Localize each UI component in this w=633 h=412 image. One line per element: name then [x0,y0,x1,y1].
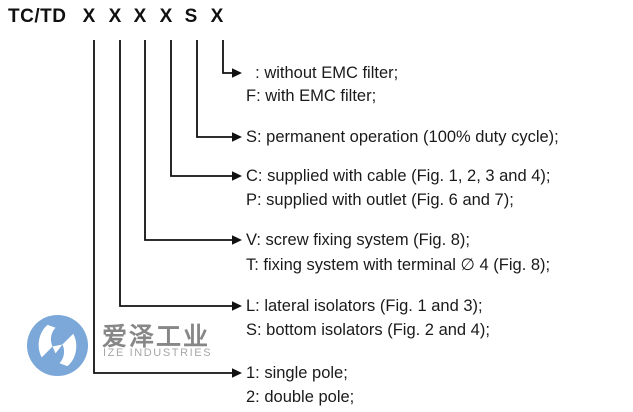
connector-duty-cycle [196,40,233,138]
code-position-4: X [159,6,173,27]
code-prefix: TC/TD [8,6,67,27]
option-double-pole: 2: double pole; [246,388,355,406]
watermark-company-name-en: IZE INDUSTRIES [103,347,213,359]
arrowhead-fixing [232,235,242,245]
option-terminal-fixing: T: fixing system with terminal ∅ 4 (Fig.… [246,256,551,274]
option-single-pole: 1: single pole; [246,364,348,382]
watermark-company-name-cn: 爱泽工业 [102,323,211,351]
option-permanent-operation: S: permanent operation (100% duty cycle)… [246,128,559,146]
code-position-6: X [210,6,224,27]
option-supplied-with-outlet: P: supplied with outlet (Fig. 6 and 7); [246,191,514,209]
arrowhead-isolators [232,301,242,311]
option-with-emc-filter: F: with EMC filter; [246,87,377,105]
connector-poles [93,40,233,374]
connector-emc-filter [222,40,233,74]
option-supplied-with-cable: C: supplied with cable (Fig. 1, 2, 3 and… [246,167,551,185]
arrowhead-poles [232,368,242,378]
option-screw-fixing: V: screw fixing system (Fig. 8); [246,231,471,249]
code-position-2: X [108,6,122,27]
code-position-5: S [184,6,198,27]
arrowhead-emc-filter [232,68,242,78]
option-lateral-isolators: L: lateral isolators (Fig. 1 and 3); [246,297,483,315]
code-position-3: X [133,6,147,27]
arrowhead-supply [232,171,242,181]
ize-logo-icon [26,314,89,377]
option-bottom-isolators: S: bottom isolators (Fig. 2 and 4); [246,321,490,339]
option-without-emc-filter: : without EMC filter; [246,64,399,82]
connector-fixing [144,40,233,241]
connector-supply [170,40,233,177]
connector-isolators [119,40,233,307]
code-position-1: X [82,6,96,27]
arrowhead-duty-cycle [232,132,242,142]
